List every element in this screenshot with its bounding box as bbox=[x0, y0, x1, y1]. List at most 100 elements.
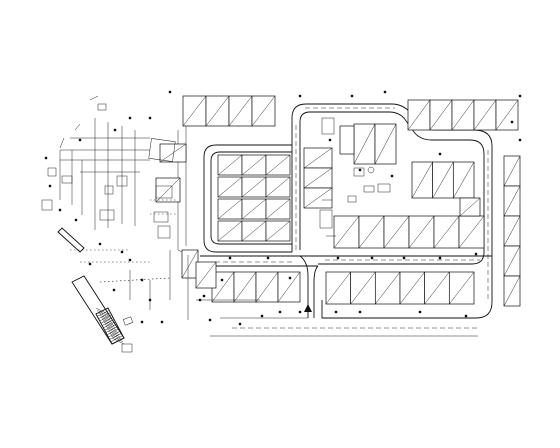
slot-diagonal bbox=[433, 215, 460, 249]
slot-diagonal bbox=[408, 215, 435, 249]
survey-point bbox=[148, 116, 152, 120]
survey-point bbox=[464, 314, 468, 318]
slot-diagonal bbox=[350, 271, 376, 305]
hatched-strip bbox=[71, 275, 134, 353]
survey-point bbox=[208, 318, 212, 322]
slot-diagonal bbox=[458, 215, 485, 249]
slot-diagonal bbox=[211, 271, 235, 303]
hatch-line bbox=[100, 317, 114, 324]
upper-right-pair bbox=[353, 123, 397, 165]
left-compound-row bbox=[217, 198, 291, 220]
slot-diagonal bbox=[383, 215, 410, 249]
slot-diagonal bbox=[195, 261, 217, 289]
parking-blocks bbox=[155, 95, 521, 307]
slot-diagonal bbox=[241, 176, 267, 198]
survey-point bbox=[260, 314, 264, 318]
survey-point bbox=[518, 138, 522, 142]
survey-point bbox=[402, 256, 406, 260]
slot-diagonal bbox=[217, 176, 243, 198]
survey-marks bbox=[44, 90, 522, 326]
survey-point bbox=[220, 278, 224, 282]
hatch-line bbox=[111, 337, 125, 345]
slot-diagonal bbox=[353, 123, 376, 165]
survey-point bbox=[266, 256, 270, 260]
left-compound-row bbox=[217, 154, 291, 176]
slot-diagonal bbox=[228, 95, 253, 127]
slot-diagonal bbox=[503, 155, 521, 187]
survey-point bbox=[370, 256, 374, 260]
survey-point bbox=[418, 310, 422, 314]
slot-diagonal bbox=[453, 161, 475, 199]
slot-diagonal bbox=[251, 95, 276, 127]
slot-diagonal bbox=[265, 154, 291, 176]
hatch-line bbox=[97, 310, 110, 317]
slot-diagonal bbox=[265, 176, 291, 198]
slot-diagonal bbox=[333, 215, 360, 249]
survey-point bbox=[120, 250, 124, 254]
bottom-access-west bbox=[299, 255, 309, 318]
slot-diagonal bbox=[407, 99, 431, 131]
slot-diagonal bbox=[303, 147, 333, 169]
survey-point bbox=[44, 156, 48, 160]
survey-point bbox=[238, 322, 242, 326]
interior-equipment bbox=[319, 117, 391, 237]
slot-diagonal bbox=[495, 99, 519, 131]
top-row-east bbox=[407, 99, 519, 131]
slot-diagonal bbox=[424, 271, 450, 305]
slot-diagonal bbox=[181, 249, 199, 279]
survey-point bbox=[140, 278, 144, 282]
survey-point bbox=[358, 168, 362, 172]
slot-diagonal bbox=[411, 161, 433, 199]
slot-diagonal bbox=[503, 215, 521, 247]
west-box-2 bbox=[159, 143, 187, 163]
slot-diagonal bbox=[241, 198, 267, 220]
slot-diagonal bbox=[325, 271, 351, 305]
hatch-line bbox=[110, 335, 123, 342]
slot-diagonal bbox=[449, 271, 475, 305]
survey-point bbox=[438, 152, 442, 156]
hatch-line bbox=[99, 314, 112, 322]
survey-point bbox=[78, 138, 82, 142]
slot-diagonal bbox=[255, 271, 279, 303]
survey-point bbox=[202, 294, 206, 298]
survey-point bbox=[336, 256, 340, 260]
slot-diagonal bbox=[303, 187, 333, 209]
slot-diagonal bbox=[473, 99, 497, 131]
survey-point bbox=[358, 310, 362, 314]
survey-point bbox=[198, 298, 202, 302]
slot-diagonal bbox=[503, 245, 521, 277]
survey-point bbox=[474, 252, 478, 256]
slot-diagonal bbox=[241, 220, 267, 242]
slot-diagonal bbox=[503, 185, 521, 217]
slot-diagonal bbox=[451, 99, 475, 131]
slot-diagonal bbox=[374, 123, 397, 165]
survey-point bbox=[228, 256, 232, 260]
west-utility-cluster bbox=[41, 95, 260, 320]
bottom-access-east bbox=[313, 265, 319, 318]
hatch-line bbox=[105, 326, 118, 333]
slot-diagonal bbox=[217, 198, 243, 220]
survey-point bbox=[128, 258, 132, 262]
left-compound-row bbox=[217, 220, 291, 242]
slot-diagonal bbox=[503, 275, 521, 307]
survey-point bbox=[518, 94, 522, 98]
hatch-line bbox=[102, 319, 115, 326]
survey-point bbox=[334, 310, 338, 314]
slot-diagonal bbox=[459, 197, 481, 217]
slot-diagonal bbox=[233, 271, 257, 303]
slot-diagonal bbox=[159, 143, 187, 163]
hatch-line bbox=[95, 307, 109, 315]
lower-row-west bbox=[211, 271, 301, 303]
survey-point bbox=[128, 116, 132, 120]
survey-point bbox=[113, 128, 117, 132]
hatch-line bbox=[98, 312, 111, 319]
survey-point bbox=[288, 276, 292, 280]
slot-diagonal bbox=[277, 271, 301, 303]
survey-point bbox=[438, 256, 442, 260]
hatch-line bbox=[108, 330, 121, 338]
survey-point bbox=[390, 174, 394, 178]
slot-diagonal bbox=[217, 220, 243, 242]
slot-diagonal bbox=[241, 154, 267, 176]
survey-point bbox=[88, 262, 92, 266]
